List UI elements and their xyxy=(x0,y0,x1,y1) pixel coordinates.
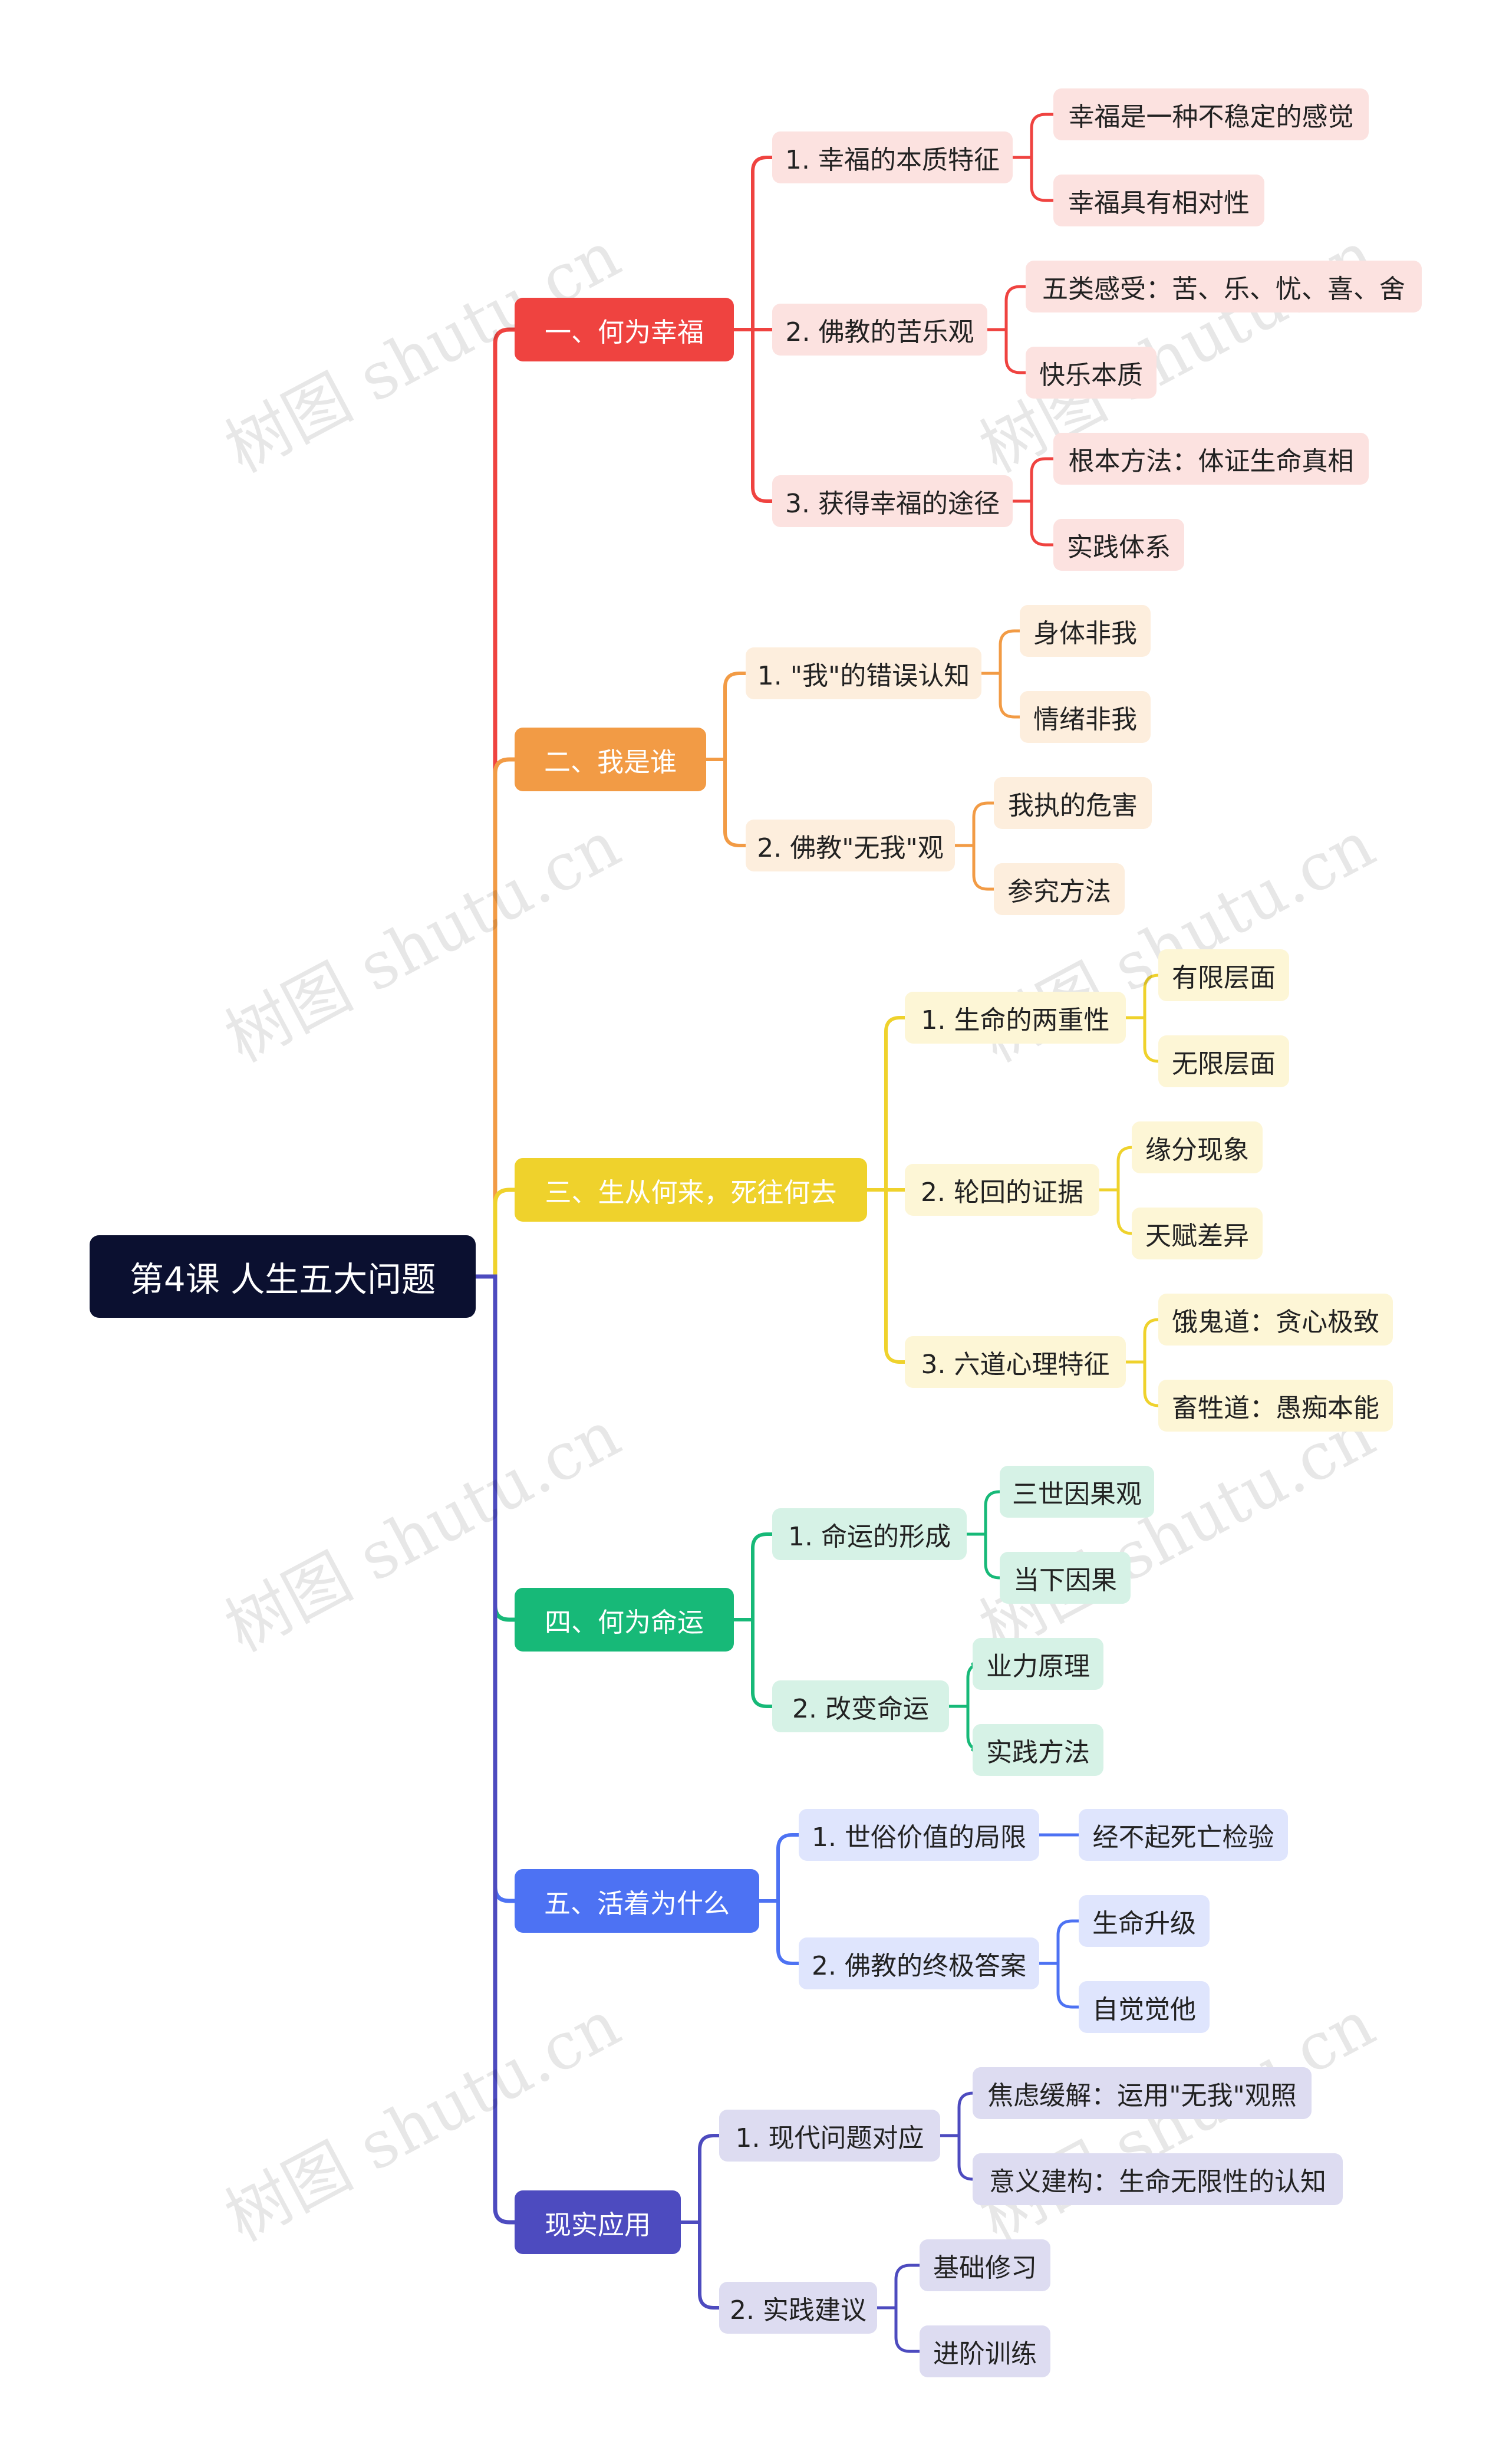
branch-connector xyxy=(679,2220,721,2310)
leaf-connector xyxy=(965,1490,1001,1536)
leaf-topic[interactable]: 幸福具有相对性 xyxy=(1053,175,1264,226)
branch-connector xyxy=(732,156,774,331)
subtopic[interactable]: 1. 命运的形成 xyxy=(772,1508,967,1560)
subtopic[interactable]: 2. 佛教"无我"观 xyxy=(746,820,955,871)
leaf-topic[interactable]: 畜牲道：愚痴本能 xyxy=(1158,1380,1393,1432)
leaf-topic[interactable]: 我执的危害 xyxy=(994,777,1152,829)
leaf-topic[interactable]: 意义建构：生命无限性的认知 xyxy=(973,2153,1343,2205)
leaf-topic[interactable]: 焦虑缓解：运用"无我"观照 xyxy=(973,2067,1312,2119)
leaf-topic[interactable]: 生命升级 xyxy=(1079,1895,1210,1947)
subtopic[interactable]: 2. 佛教的终极答案 xyxy=(799,1937,1039,1989)
branch-connector xyxy=(732,1532,774,1621)
branch-connector xyxy=(679,2134,721,2224)
leaf-connector xyxy=(1011,156,1055,202)
subtopic[interactable]: 1. 生命的两重性 xyxy=(905,992,1126,1044)
leaf-topic[interactable]: 实践体系 xyxy=(1053,519,1184,571)
subtopic[interactable]: 2. 轮回的证据 xyxy=(905,1164,1099,1216)
branch-connector xyxy=(757,1833,800,1903)
root-connector xyxy=(473,757,517,1279)
main-topic[interactable]: 二、我是谁 xyxy=(515,728,706,791)
subtopic[interactable]: 2. 改变命运 xyxy=(772,1680,949,1732)
leaf-connector xyxy=(1011,457,1055,503)
subtopic[interactable]: 2. 佛教的苦乐观 xyxy=(772,304,987,356)
leaf-topic[interactable]: 基础修习 xyxy=(920,2239,1050,2291)
main-topic[interactable]: 一、何为幸福 xyxy=(515,298,734,361)
branch-connector xyxy=(704,672,747,761)
leaf-connector xyxy=(953,801,996,847)
leaf-connector xyxy=(938,2091,974,2137)
leaf-connector xyxy=(980,629,1022,675)
leaf-connector xyxy=(1037,1919,1080,1965)
leaf-connector xyxy=(986,328,1027,374)
leaf-topic[interactable]: 无限层面 xyxy=(1158,1035,1289,1087)
leaf-topic[interactable]: 自觉觉他 xyxy=(1079,1981,1210,2033)
subtopic[interactable]: 2. 实践建议 xyxy=(719,2282,877,2334)
leaf-topic[interactable]: 缘分现象 xyxy=(1132,1121,1263,1173)
leaf-topic[interactable]: 进阶训练 xyxy=(920,2325,1050,2377)
leaf-connector xyxy=(1011,113,1055,159)
leaf-connector xyxy=(980,672,1022,719)
leaf-topic[interactable]: 饿鬼道：贪心极致 xyxy=(1158,1294,1393,1346)
leaf-connector xyxy=(1011,499,1055,547)
leaf-connector xyxy=(986,285,1027,331)
subtopic[interactable]: 1. "我"的错误认知 xyxy=(746,647,981,699)
branch-connector xyxy=(732,1618,774,1708)
leaf-topic[interactable]: 实践方法 xyxy=(973,1724,1103,1776)
leaf-connector xyxy=(1124,1016,1160,1063)
leaf-connector xyxy=(953,844,996,891)
leaf-topic[interactable]: 当下因果 xyxy=(1000,1552,1131,1604)
leaf-connector xyxy=(1098,1188,1134,1235)
root-topic[interactable]: 第4课 人生五大问题 xyxy=(90,1235,476,1318)
leaf-topic[interactable]: 三世因果观 xyxy=(1000,1466,1154,1518)
subtopic[interactable]: 1. 世俗价值的局限 xyxy=(799,1809,1039,1861)
leaf-topic[interactable]: 根本方法：体证生命真相 xyxy=(1053,433,1369,485)
leaf-connector xyxy=(1037,1962,1080,2009)
main-topic[interactable]: 五、活着为什么 xyxy=(515,1869,759,1933)
leaf-topic[interactable]: 身体非我 xyxy=(1020,605,1151,657)
root-connector xyxy=(473,1274,517,2225)
leaf-connector xyxy=(965,1532,1001,1580)
root-connector xyxy=(473,327,517,1279)
subtopic[interactable]: 1. 现代问题对应 xyxy=(719,2110,940,2162)
branch-connector xyxy=(732,328,774,503)
main-topic[interactable]: 四、何为命运 xyxy=(515,1588,734,1652)
leaf-topic[interactable]: 快乐本质 xyxy=(1026,347,1157,399)
leaf-topic[interactable]: 经不起死亡检验 xyxy=(1079,1809,1288,1861)
leaf-topic[interactable]: 天赋差异 xyxy=(1132,1208,1263,1259)
branch-connector xyxy=(865,1016,907,1192)
leaf-connector xyxy=(1124,1318,1160,1364)
leaf-connector xyxy=(1124,1360,1160,1407)
leaf-topic[interactable]: 参究方法 xyxy=(994,863,1125,915)
subtopic[interactable]: 3. 获得幸福的途径 xyxy=(772,475,1013,527)
leaf-topic[interactable]: 幸福是一种不稳定的感觉 xyxy=(1053,88,1369,140)
leaf-connector xyxy=(875,2306,921,2353)
branch-connector xyxy=(865,1188,907,1364)
leaf-connector xyxy=(1098,1146,1134,1192)
leaf-topic[interactable]: 五类感受：苦、乐、忧、喜、舍 xyxy=(1026,261,1422,312)
main-topic[interactable]: 现实应用 xyxy=(515,2190,681,2254)
leaf-topic[interactable]: 情绪非我 xyxy=(1020,691,1151,743)
subtopic[interactable]: 1. 幸福的本质特征 xyxy=(772,131,1013,183)
main-topic[interactable]: 三、生从何来，死往何去 xyxy=(515,1158,867,1222)
leaf-connector xyxy=(875,2264,921,2310)
leaf-topic[interactable]: 业力原理 xyxy=(973,1638,1103,1690)
subtopic[interactable]: 3. 六道心理特征 xyxy=(905,1336,1126,1388)
branch-connector xyxy=(704,758,747,847)
leaf-topic[interactable]: 有限层面 xyxy=(1158,949,1289,1001)
root-connector xyxy=(473,1187,517,1279)
branch-connector xyxy=(757,1899,800,1965)
